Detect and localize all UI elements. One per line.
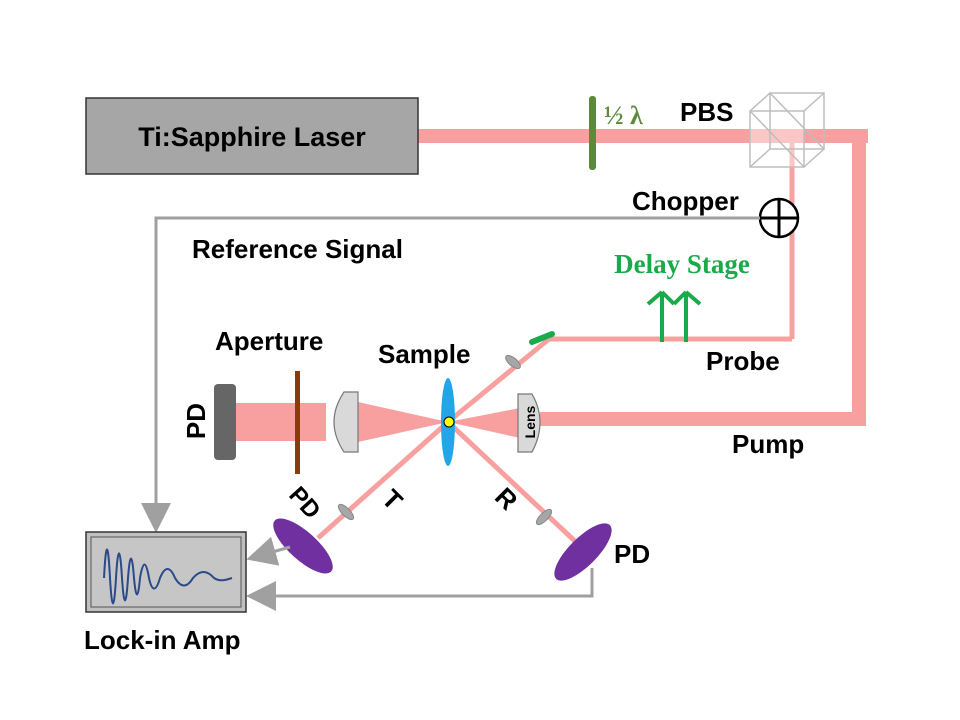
t-label: T <box>376 483 409 516</box>
collimated-beam <box>232 403 326 441</box>
laser-box <box>85 97 419 175</box>
transmitted-photodiode <box>273 518 333 574</box>
laser-label: Ti:Sapphire Laser <box>138 122 366 152</box>
probe-polarizer <box>505 354 521 370</box>
reflected-photodiode <box>554 523 612 581</box>
probe-diverging-cone <box>358 402 448 442</box>
chopper-icon <box>758 197 800 239</box>
reflected-beam <box>446 420 580 546</box>
pump-beam-horizontal <box>540 412 866 426</box>
main-beam <box>418 129 868 143</box>
aperture-label: Aperture <box>215 326 323 356</box>
reflected-signal-line <box>246 568 594 611</box>
transmitted-pd-label: PD <box>283 482 325 525</box>
sample-label: Sample <box>378 339 471 369</box>
delay-stage-label: Delay Stage <box>614 249 750 279</box>
transmitted-signal-line <box>246 536 291 566</box>
lockin-screen <box>90 536 242 608</box>
reflected-pd-label: PD <box>614 539 650 569</box>
lens-label: Lens <box>522 405 538 438</box>
pump-focus-cone <box>448 408 520 438</box>
lockin-label: Lock-in Amp <box>84 625 240 655</box>
reference-label: Reference Signal <box>192 234 403 264</box>
probe-beam-to-sample <box>446 337 551 424</box>
chopper-label: Chopper <box>632 186 739 216</box>
left-photodiode <box>214 384 236 460</box>
delay-stage-icon <box>646 290 702 342</box>
pump-lens <box>517 393 541 453</box>
pbs-cube <box>749 92 825 168</box>
steering-mirror <box>529 331 555 345</box>
left-pd-label: PD <box>181 403 211 439</box>
aperture <box>295 371 300 474</box>
pump-beam-vertical <box>852 129 866 426</box>
waveplate-label: ½ λ <box>604 101 643 130</box>
pump-label: Pump <box>732 429 804 459</box>
collimating-lens <box>333 391 359 453</box>
reference-signal-line <box>141 216 760 533</box>
probe-label: Probe <box>706 346 780 376</box>
lockin-waveform <box>103 548 233 605</box>
sample-spot <box>443 416 455 428</box>
transmitted-polarizer <box>337 503 355 521</box>
half-wave-plate <box>589 96 596 170</box>
pbs-label: PBS <box>680 97 733 127</box>
reflected-polarizer <box>535 508 553 526</box>
transmitted-beam <box>316 420 450 540</box>
